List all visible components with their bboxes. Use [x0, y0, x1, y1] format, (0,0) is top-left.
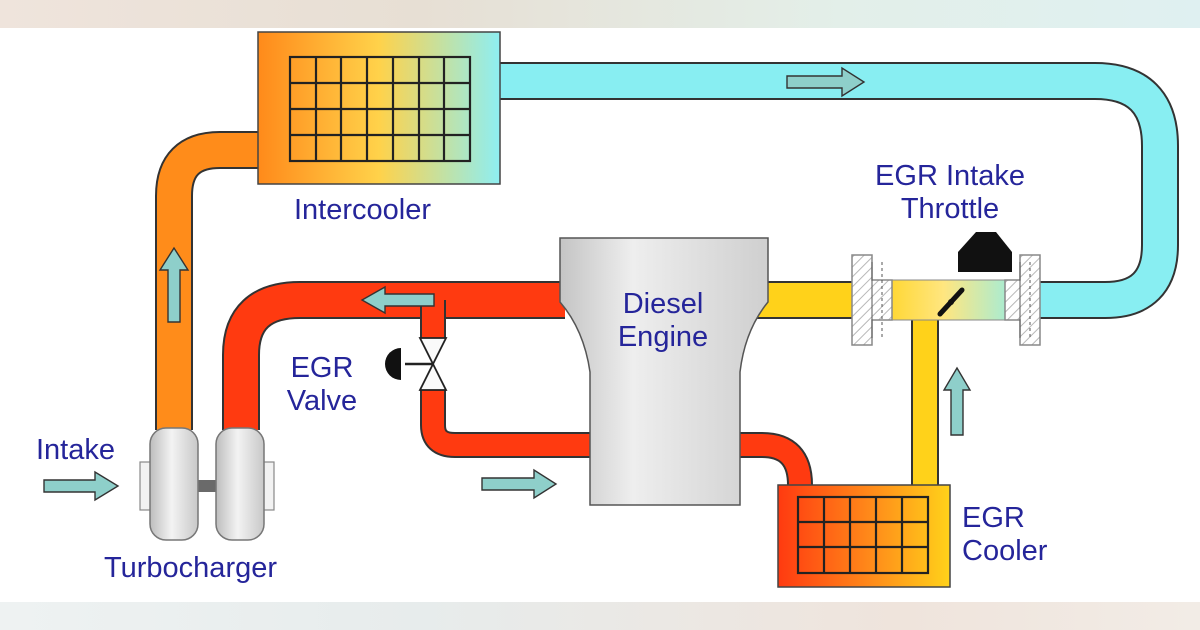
- arrow-turbo-up-icon: [158, 246, 190, 323]
- diesel-engine-label: Diesel Engine: [617, 288, 709, 353]
- egr-valve-label: EGR Valve: [286, 352, 358, 417]
- exhaust-pipe: [222, 281, 565, 430]
- egr-intake-throttle-label: EGR Intake Throttle: [875, 160, 1025, 225]
- egr-cooler-label: EGR Cooler: [962, 502, 1048, 567]
- egr-intake-throttle: [851, 232, 1041, 346]
- turbocharger: [139, 427, 275, 541]
- arrow-recirculated-up-icon: [942, 366, 972, 436]
- diesel-engine: [559, 237, 769, 506]
- intercooler-label: Intercooler: [294, 194, 432, 226]
- egr-cooler: [777, 484, 951, 588]
- arrow-cooled-air-right-icon: [786, 66, 866, 98]
- compressed-air-pipe: [155, 131, 262, 430]
- arrow-intake-right-icon: [43, 470, 120, 502]
- top-banner-strip: [0, 0, 1200, 28]
- intercooler: [257, 31, 501, 185]
- arrow-egr-branch-right-icon: [481, 468, 558, 500]
- turbocharger-label: Turbocharger: [104, 552, 278, 584]
- intake-label: Intake: [36, 434, 115, 466]
- arrow-exhaust-left-icon: [360, 285, 435, 315]
- egr-valve: [385, 337, 448, 391]
- cooled-air-pipe: [495, 62, 1179, 319]
- bottom-banner-strip: [0, 602, 1200, 630]
